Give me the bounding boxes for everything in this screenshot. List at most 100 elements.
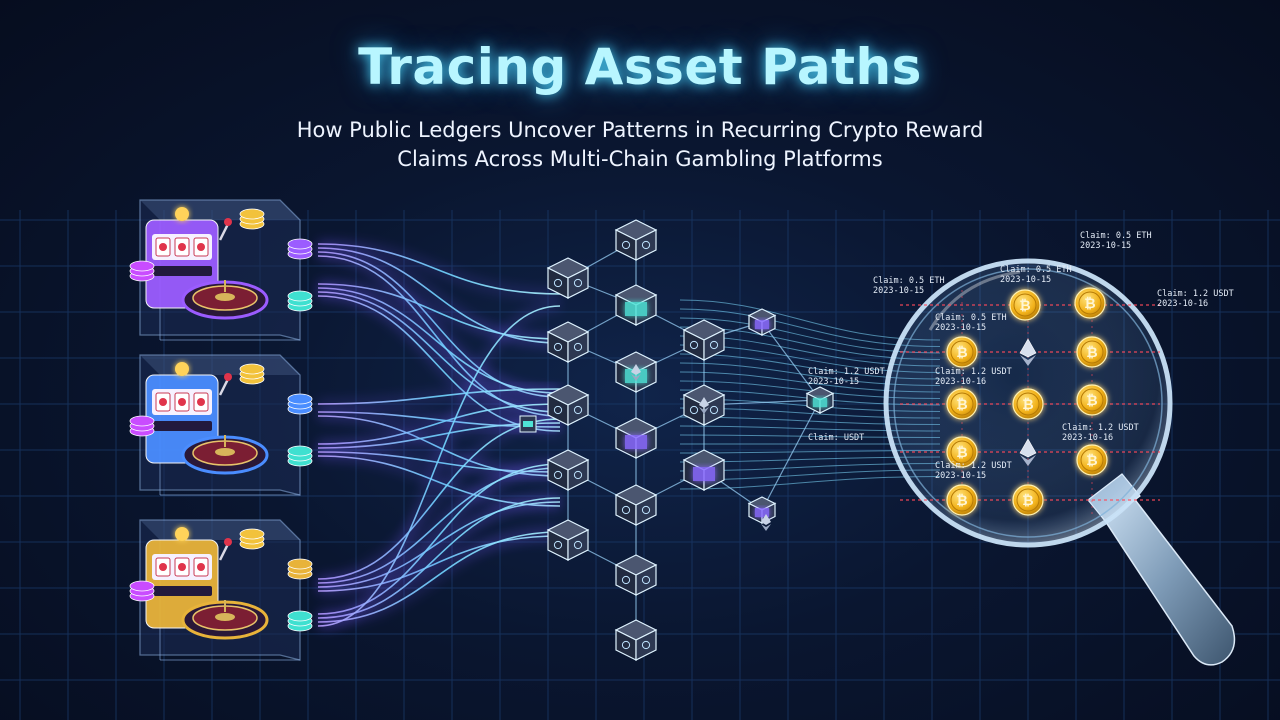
svg-text:₿: ₿ — [956, 493, 967, 509]
claim-amount: Claim: 1.2 USDT — [1157, 289, 1234, 299]
block-icon — [747, 496, 777, 524]
chip-icon — [287, 290, 313, 312]
bitcoin-icon: ₿ — [946, 388, 978, 420]
chip-icon — [239, 528, 265, 550]
svg-text:₿: ₿ — [1019, 298, 1030, 314]
claim-date: 2023-10-15 — [873, 286, 924, 296]
block-icon — [614, 619, 658, 661]
bitcoin-icon: ₿ — [1076, 384, 1108, 416]
block-icon — [747, 308, 777, 336]
block-icon — [546, 321, 590, 363]
platform-casino-blue — [129, 354, 313, 496]
page-title: Tracing Asset Paths — [358, 38, 922, 96]
block-icon — [546, 384, 590, 426]
reward-coins: ₿ ₿ ₿ ₿ ₿ ₿ ₿ ₿ ₿ ₿ ₿ — [946, 287, 1108, 516]
block-icon — [546, 519, 590, 561]
platform-casino-purple — [129, 199, 313, 341]
chip-icon — [287, 238, 313, 260]
svg-text:₿: ₿ — [1084, 296, 1095, 312]
chip-icon — [287, 393, 313, 415]
block-icon — [614, 284, 658, 326]
ethereum-icon — [1019, 338, 1037, 366]
bitcoin-icon: ₿ — [946, 336, 978, 368]
block-icon — [682, 384, 726, 426]
bitcoin-icon: ₿ — [946, 484, 978, 516]
block-icon — [614, 484, 658, 526]
bitcoin-icon: ₿ — [1076, 444, 1108, 476]
claim-date: 2023-10-16 — [935, 377, 986, 387]
chip-icon — [287, 558, 313, 580]
chip-icon — [239, 208, 265, 230]
claim-date: 2023-10-16 — [1062, 433, 1113, 443]
block-icon — [805, 386, 835, 414]
chip-icon — [287, 610, 313, 632]
svg-text:₿: ₿ — [1086, 345, 1097, 361]
claim-amount: Claim: 0.5 ETH — [1080, 231, 1152, 241]
svg-text:₿: ₿ — [956, 445, 967, 461]
gambling-platforms — [129, 199, 313, 661]
bitcoin-icon: ₿ — [1074, 287, 1106, 319]
claim-amount: Claim: 1.2 USDT — [808, 367, 885, 377]
claim-amount: Claim: 0.5 ETH — [873, 276, 945, 286]
block-icon — [682, 449, 726, 491]
bitcoin-icon: ₿ — [1009, 289, 1041, 321]
claim-amount: Claim: 0.5 ETH — [935, 313, 1007, 323]
claim-amount: Claim: 1.2 USDT — [935, 461, 1012, 471]
ethereum-icon — [699, 397, 709, 414]
claim-label: Claim: USDT — [808, 433, 864, 443]
chip-icon — [287, 445, 313, 467]
roulette-icon — [181, 600, 269, 640]
ethereum-icon — [1019, 438, 1037, 466]
block-icon — [546, 449, 590, 491]
claim-date: 2023-10-15 — [1080, 241, 1131, 251]
block-icon — [614, 554, 658, 596]
svg-text:₿: ₿ — [1022, 397, 1033, 413]
subtitle-line-2: Claims Across Multi-Chain Gambling Platf… — [397, 147, 883, 171]
block-icon — [614, 417, 658, 459]
page-subtitle: How Public Ledgers Uncover Patterns in R… — [0, 116, 1280, 174]
bitcoin-icon: ₿ — [1012, 388, 1044, 420]
subtitle-line-1: How Public Ledgers Uncover Patterns in R… — [296, 118, 984, 142]
claim-amount: Claim: USDT — [808, 433, 864, 443]
roulette-icon — [181, 280, 269, 320]
chip-icon — [129, 415, 155, 437]
asset-flow-streams — [317, 239, 941, 631]
chip-icon — [129, 580, 155, 602]
claim-date: 2023-10-15 — [935, 471, 986, 481]
claim-amount: Claim: 1.2 USDT — [1062, 423, 1139, 433]
roulette-icon — [181, 435, 269, 475]
claim-date: 2023-10-15 — [1000, 275, 1051, 285]
chip-icon — [239, 363, 265, 385]
claim-date: 2023-10-15 — [935, 323, 986, 333]
claim-date: 2023-10-15 — [808, 377, 859, 387]
svg-text:₿: ₿ — [956, 397, 967, 413]
block-icon — [546, 257, 590, 299]
ethereum-icon — [631, 364, 641, 381]
block-icon — [614, 219, 658, 261]
svg-text:₿: ₿ — [1086, 453, 1097, 469]
bitcoin-icon: ₿ — [946, 436, 978, 468]
block-icon — [682, 319, 726, 361]
ethereum-icon — [761, 514, 771, 531]
claim-amount: Claim: 1.2 USDT — [935, 367, 1012, 377]
claim-date: 2023-10-16 — [1157, 299, 1208, 309]
claim-amount: Claim: 0.5 ETH — [1000, 265, 1072, 275]
platform-casino-gold — [129, 519, 313, 661]
svg-text:₿: ₿ — [1086, 393, 1097, 409]
svg-text:₿: ₿ — [956, 345, 967, 361]
slot-machine-icon — [145, 207, 232, 309]
claim-trace-lines — [900, 290, 1160, 515]
block-icon — [614, 351, 658, 393]
bitcoin-icon: ₿ — [1012, 484, 1044, 516]
